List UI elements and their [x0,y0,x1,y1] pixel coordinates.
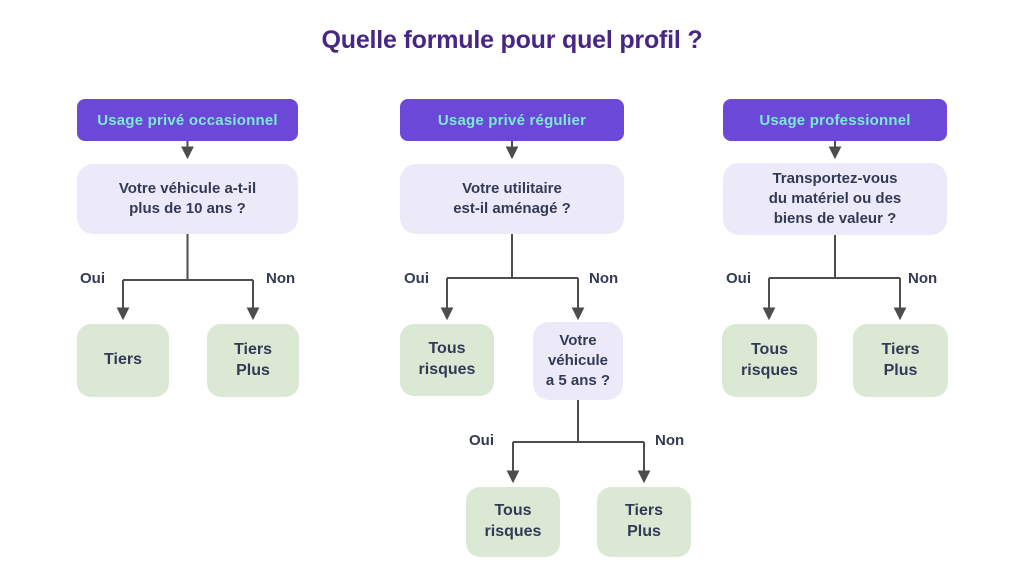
flow2-header: Usage privé régulier [400,99,624,141]
flow2-oui-result: Tous risques [400,324,494,396]
flow1-oui-label: Oui [80,270,105,287]
page-title: Quelle formule pour quel profil ? [321,26,703,54]
flow3-non-label: Non [908,270,938,287]
flow3-question: Transportez-vous du matériel ou des bien… [723,163,947,235]
connector-col2-branch-tee [447,234,578,279]
flow3-oui-label: Oui [726,270,751,287]
connector-col1-branch-tee [123,234,253,281]
flow1-header: Usage privé occasionnel [77,99,298,141]
flow3-non-result: Tiers Plus [853,324,948,397]
flow3-oui-result: Tous risques [722,324,817,397]
connector-col2-sub-branch-tee [513,400,644,443]
flow3-header: Usage professionnel [723,99,947,141]
flow1-question: Votre véhicule a-t-il plus de 10 ans ? [77,164,298,234]
flow1-non-label: Non [266,270,296,287]
flow1-oui-result: Tiers [77,324,169,397]
flow2-oui-label: Oui [404,270,429,287]
flow2-sub-non-label: Non [655,432,685,449]
flow2-sub-question: Votre véhicule a 5 ans ? [533,322,623,400]
flow2-question: Votre utilitaire est-il aménagé ? [400,164,624,234]
flow2-non-label: Non [589,270,619,287]
flow2-sub-non-result: Tiers Plus [597,487,691,557]
flow2-sub-oui-label: Oui [469,432,494,449]
connector-col3-branch-tee [769,233,900,279]
flow1-non-result: Tiers Plus [207,324,299,397]
flow2-sub-oui-result: Tous risques [466,487,560,557]
